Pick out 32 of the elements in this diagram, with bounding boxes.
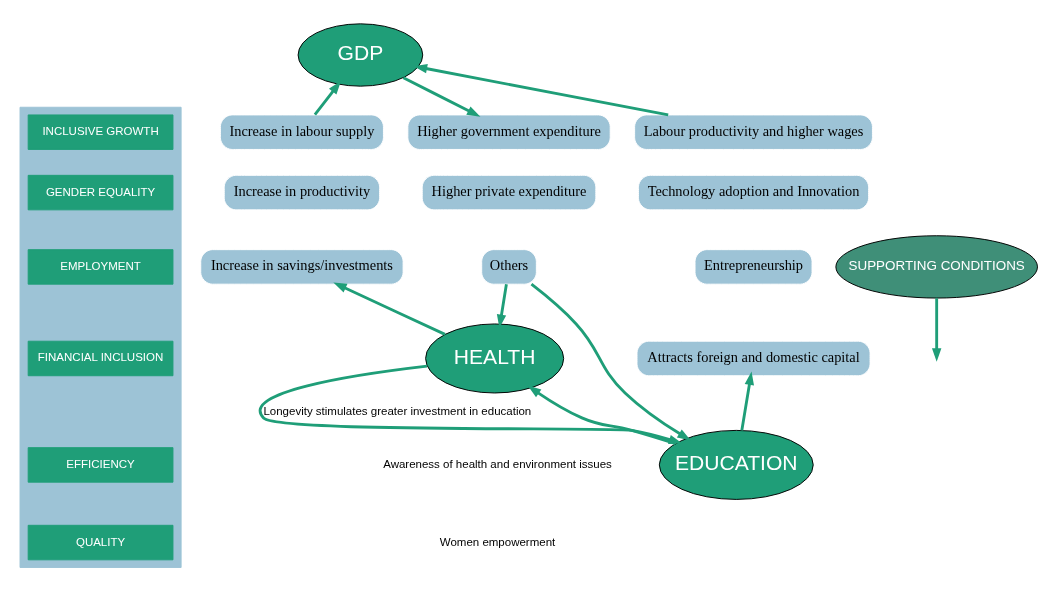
arrow	[527, 385, 676, 446]
node-box: Increase in labour supply	[219, 114, 384, 150]
arrow	[402, 76, 481, 117]
node-box: Higher government expenditure	[407, 114, 611, 150]
node-box: Higher private expenditure	[421, 174, 597, 211]
node-ellipse: SUPPORTING CONDITIONS	[835, 235, 1038, 299]
node-box: EMPLOYMENT	[27, 249, 174, 285]
label: Awareness of health and environment issues	[383, 457, 612, 470]
arrow	[313, 80, 341, 116]
node-box: Entrepreneurship	[694, 249, 813, 285]
label: Women empowerment	[439, 535, 556, 548]
node-box: GENDER EQUALITY	[27, 174, 174, 211]
node-box: Attracts foreign and domestic capital	[636, 340, 871, 377]
node-box: Labour productivity and higher wages	[634, 114, 873, 150]
node-ellipse: GDP	[297, 23, 424, 87]
node-box: Increase in savings/investments	[200, 249, 404, 285]
cluster	[19, 106, 182, 568]
arrow	[413, 64, 669, 117]
arrow	[740, 371, 754, 431]
node-box: FINANCIAL INCLUSION	[27, 340, 174, 377]
node-box: Increase in productivity	[223, 174, 381, 211]
node-box: Technology adoption and Innovation	[638, 174, 870, 211]
node-box: INCLUSIVE GROWTH	[27, 114, 174, 150]
arrow	[259, 364, 683, 444]
node-box: QUALITY	[27, 524, 174, 561]
edge-label: Longevity stimulates greater investment in education	[263, 404, 532, 417]
arrow	[931, 298, 942, 362]
node-ellipse: HEALTH	[425, 323, 565, 394]
arrow	[333, 282, 446, 336]
node-box: EFFICIENCY	[27, 447, 174, 483]
arrow	[530, 283, 691, 441]
node-box: Others	[481, 249, 537, 285]
